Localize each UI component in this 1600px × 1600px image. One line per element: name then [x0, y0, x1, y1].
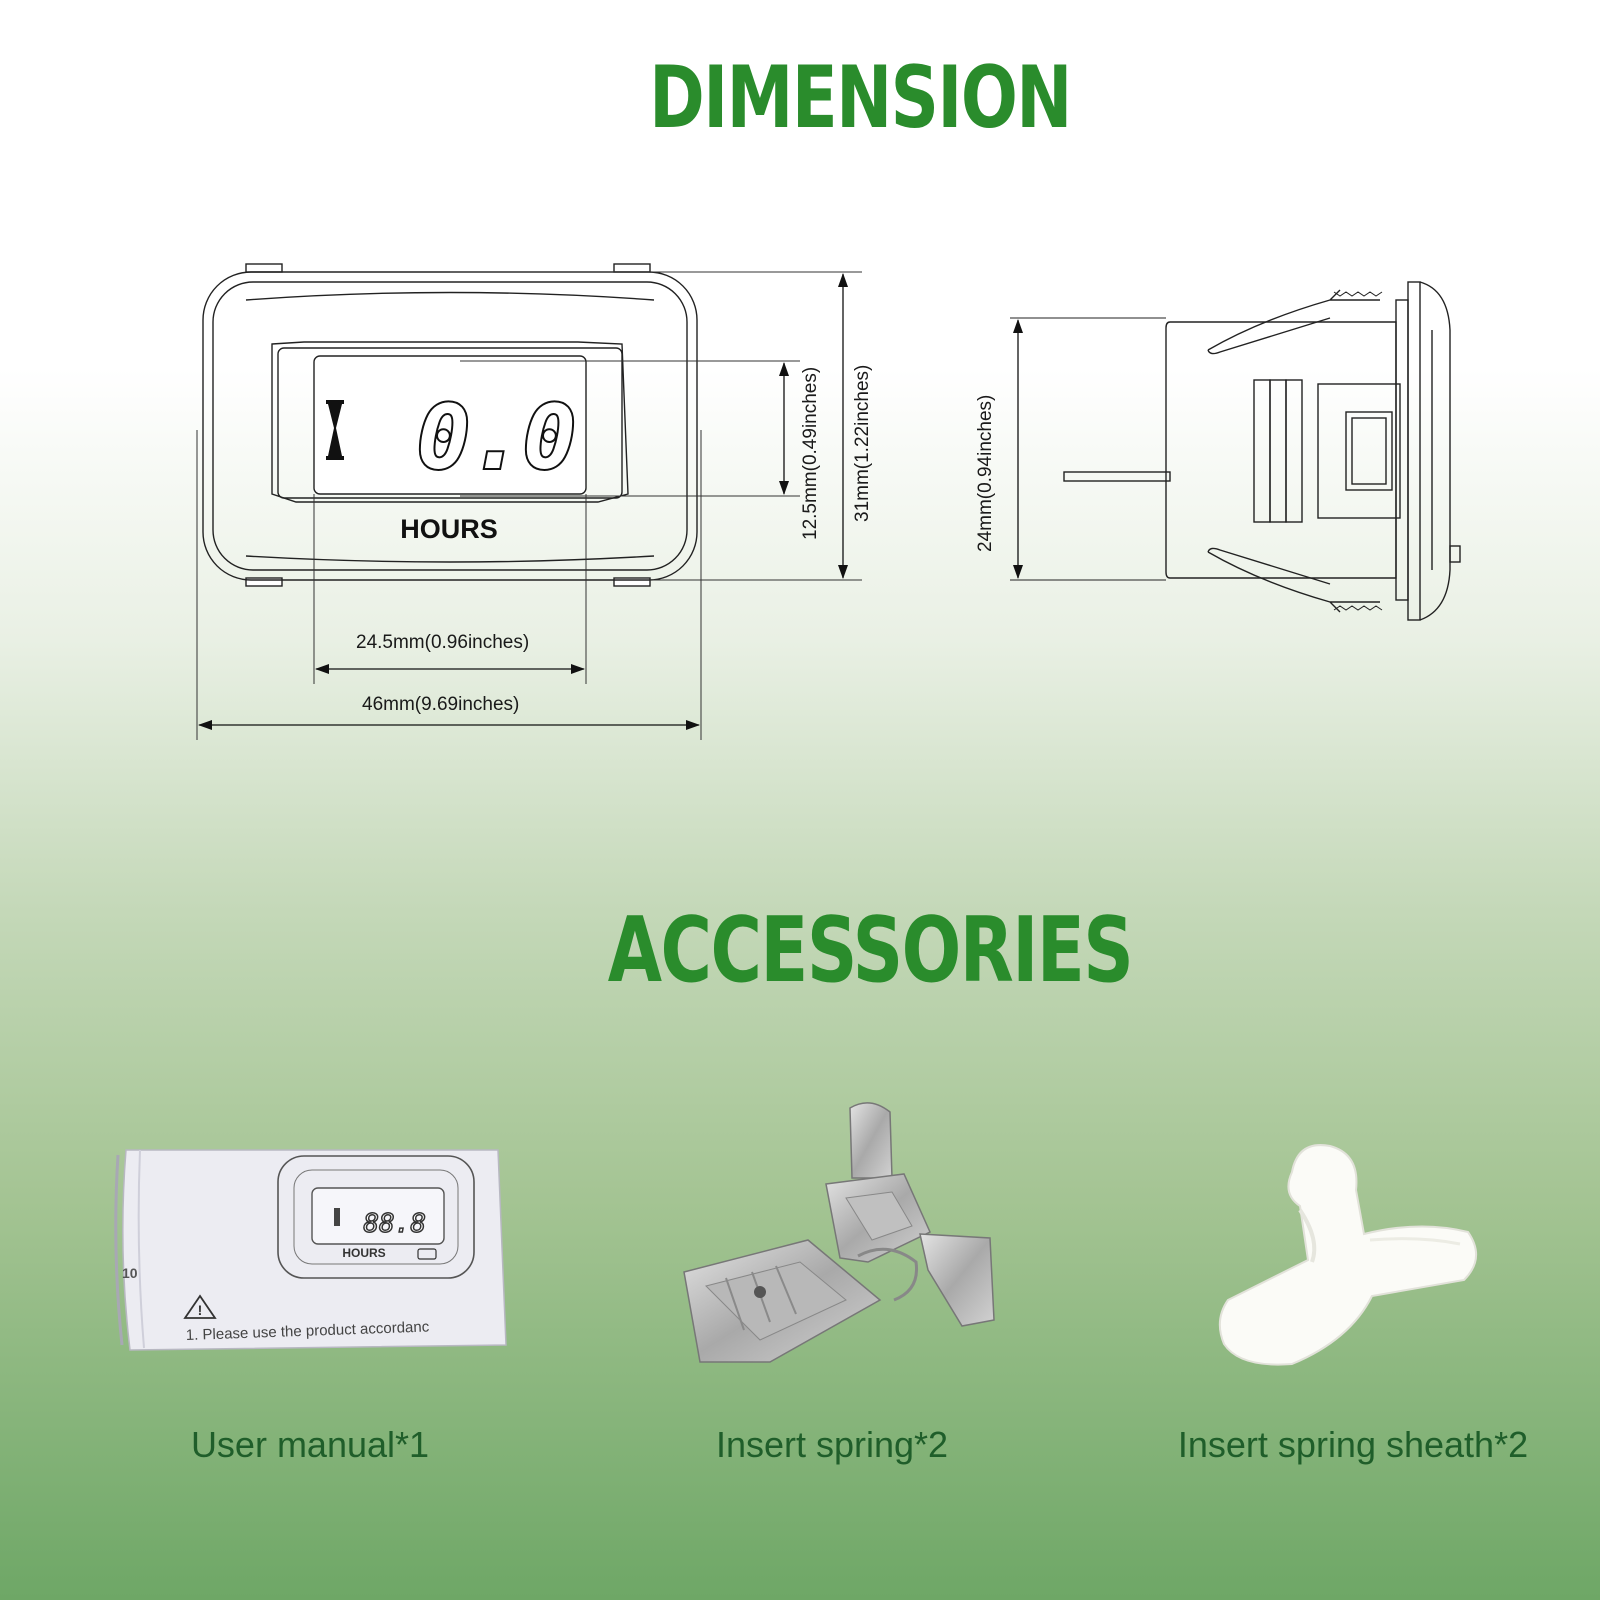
manual-hours-label: HOURS — [342, 1246, 385, 1260]
dimension-heading: DIMENSION — [649, 48, 1072, 148]
insert-spring-image — [683, 1102, 995, 1363]
user-manual-image: 88.8 HOURS ! 1. Please use the product a… — [114, 1149, 507, 1351]
manual-display-digits: 88.8 — [363, 1209, 426, 1239]
accessory-label-insert-spring-sheath: Insert spring sheath*2 — [1177, 1424, 1529, 1465]
lcd-display-value: 0.0 — [417, 386, 576, 489]
hourglass-icon — [326, 400, 344, 460]
side-view-drawing — [1010, 281, 1461, 621]
insert-spring-sheath-image — [1218, 1144, 1477, 1366]
accessory-label-insert-spring: Insert spring*2 — [715, 1424, 949, 1465]
accessory-label-user-manual: User manual*1 — [190, 1424, 430, 1465]
accessories-heading: ACCESSORIES — [607, 898, 1134, 1003]
front-hours-label: HOURS — [400, 514, 498, 544]
total-width-label: 46mm(9.69inches) — [362, 694, 520, 715]
manual-edge-text: 10 — [122, 1265, 138, 1281]
lcd-width-label: 24.5mm(0.96inches) — [356, 632, 530, 653]
warning-icon: ! — [183, 1294, 217, 1319]
svg-text:!: ! — [198, 1302, 203, 1318]
